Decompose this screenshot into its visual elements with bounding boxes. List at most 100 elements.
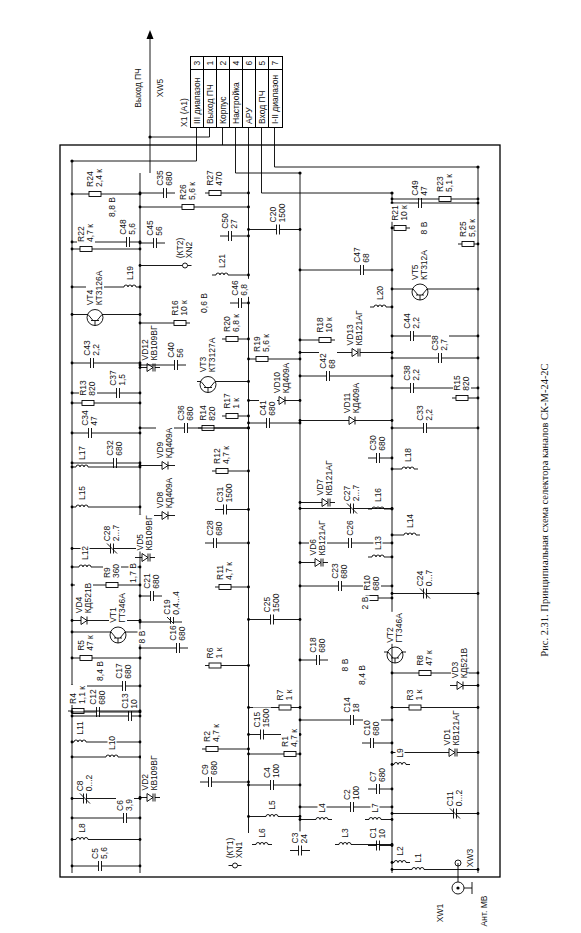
junction-dot bbox=[391, 585, 394, 588]
part-label: C41680 bbox=[259, 399, 277, 417]
part-text: VD6 bbox=[309, 520, 318, 555]
lead-wire bbox=[421, 707, 478, 708]
junction-dot bbox=[299, 501, 302, 504]
lead-wire bbox=[249, 619, 267, 620]
transistor-symbol bbox=[110, 627, 126, 643]
part-label: VD3КД521В bbox=[451, 647, 469, 680]
trimmer-capacitor-symbol bbox=[449, 809, 461, 819]
lead-wire bbox=[458, 752, 478, 753]
part-label: R24,7 к bbox=[203, 723, 221, 743]
lead-wire bbox=[300, 502, 319, 503]
part-text: 4,7 к bbox=[222, 446, 231, 464]
inductor-symbol bbox=[372, 555, 384, 557]
varicap-symbol bbox=[319, 499, 331, 507]
part-text: C27 bbox=[343, 485, 352, 502]
diode-symbol bbox=[159, 462, 171, 470]
part-label: L17 bbox=[78, 445, 87, 461]
part-label: 8,8 В bbox=[108, 196, 117, 218]
part-text: R13 bbox=[79, 380, 88, 396]
part-text: 820 bbox=[462, 375, 471, 391]
junction-dot bbox=[299, 269, 302, 272]
lead-wire bbox=[72, 712, 92, 713]
part-label: L18 bbox=[404, 447, 413, 463]
junction-dot bbox=[299, 422, 302, 425]
part-label: R847 к bbox=[416, 649, 434, 667]
lead-wire bbox=[468, 398, 478, 399]
part-label: C311500 bbox=[216, 483, 234, 504]
junction-dot bbox=[247, 192, 250, 195]
junction-dot bbox=[299, 618, 302, 621]
lead-wire bbox=[72, 632, 111, 633]
part-text: L2 bbox=[396, 846, 405, 855]
lead-wire bbox=[106, 866, 140, 867]
part-label: C17680 bbox=[115, 662, 133, 680]
junction-dot bbox=[477, 672, 480, 675]
part-label: VT3КТ3127А bbox=[199, 337, 217, 374]
part-text: КД521В bbox=[460, 648, 469, 679]
junction-dot bbox=[391, 335, 394, 338]
capacitor-symbol bbox=[118, 681, 130, 691]
transistor-symbol bbox=[388, 652, 402, 663]
junction-dot bbox=[477, 868, 480, 871]
part-label: C18680 bbox=[309, 636, 327, 654]
part-text: R3 bbox=[406, 690, 415, 701]
lead-wire bbox=[427, 289, 478, 290]
connector-pin: Выход ПЧ1 bbox=[204, 57, 217, 127]
part-label: C240...7 bbox=[416, 569, 434, 588]
figure-caption: Рис. 2.31. Принципиальная схема селектор… bbox=[539, 363, 550, 656]
part-text: VD11 bbox=[343, 383, 352, 414]
lead-wire bbox=[194, 207, 249, 208]
part-label: R14820 bbox=[199, 404, 217, 422]
connector-pin: АРУ6 bbox=[243, 57, 256, 127]
part-text: 0,6 В bbox=[200, 293, 209, 313]
part-text: 680 bbox=[318, 637, 327, 653]
lead-wire bbox=[284, 229, 300, 230]
part-text: 2...7 bbox=[352, 485, 361, 502]
lead-wire bbox=[249, 229, 273, 230]
lead-wire bbox=[88, 467, 140, 468]
junction-dot bbox=[247, 358, 250, 361]
capacitor-symbol bbox=[146, 591, 158, 601]
part-text: L11 bbox=[76, 721, 85, 735]
junction-dot bbox=[391, 818, 394, 821]
lead-wire bbox=[92, 658, 140, 659]
lead-wire bbox=[221, 193, 249, 194]
test-point-symbol bbox=[233, 863, 238, 868]
part-text: C8 bbox=[76, 775, 85, 792]
part-text: VT5 bbox=[411, 250, 420, 280]
part-label: 2 В bbox=[361, 596, 370, 611]
junction-dot bbox=[391, 468, 394, 471]
junction-dot bbox=[247, 508, 250, 511]
junction-dot bbox=[139, 192, 142, 195]
junction-dot bbox=[391, 507, 394, 510]
junction-dot bbox=[139, 264, 142, 267]
part-label: R41,1 к bbox=[69, 685, 87, 705]
trimmer-capacitor-symbol bbox=[79, 794, 91, 804]
part-text: R5 bbox=[77, 635, 86, 651]
part-text: C38 bbox=[431, 335, 440, 351]
pin-number: 5 bbox=[256, 57, 269, 70]
wire-group bbox=[60, 36, 500, 894]
capacitor-symbol bbox=[406, 331, 418, 341]
part-label: C251500 bbox=[263, 593, 281, 614]
part-text: R6 bbox=[206, 648, 215, 659]
junction-dot bbox=[247, 815, 250, 818]
capacitor-symbol bbox=[94, 861, 106, 871]
lead-wire bbox=[140, 193, 159, 194]
part-label: C63,9 bbox=[116, 798, 134, 812]
connector-pin: I-II диапазон7 bbox=[269, 57, 282, 127]
junction-dot bbox=[299, 815, 302, 818]
part-text: 10 bbox=[130, 693, 139, 709]
part-text: 680 bbox=[165, 170, 174, 186]
lead-wire bbox=[238, 339, 249, 340]
part-text: 1500 bbox=[225, 484, 234, 503]
part-label: 8 В bbox=[138, 630, 147, 645]
junction-dot bbox=[71, 506, 74, 509]
lead-wire bbox=[324, 562, 328, 563]
part-text: 8,4 В bbox=[358, 665, 367, 685]
lead-wire bbox=[431, 593, 478, 594]
junction-dot bbox=[299, 351, 302, 354]
part-text: 680 bbox=[378, 768, 387, 782]
part-label: Ант. МВ bbox=[480, 895, 489, 928]
